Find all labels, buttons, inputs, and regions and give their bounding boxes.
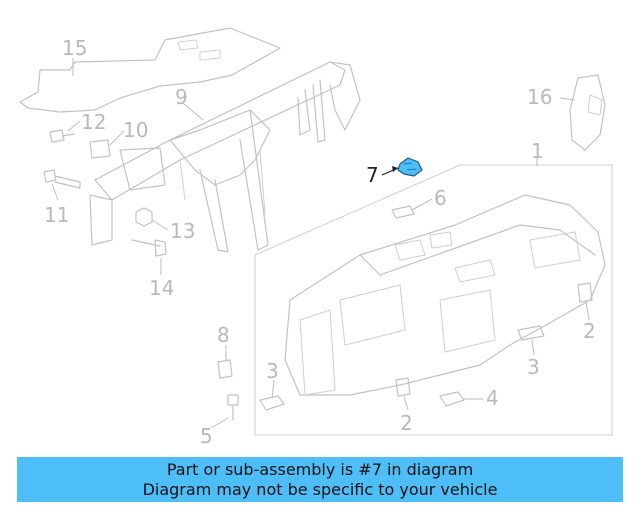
callout-16: 16	[527, 85, 552, 109]
part-1-instrument-panel	[254, 164, 613, 436]
callout-1: 1	[531, 139, 544, 163]
callout-13: 13	[170, 219, 195, 243]
leader-lines	[51, 58, 590, 429]
part-7-highlighted[interactable]	[397, 157, 423, 177]
part-16-side-trim	[569, 74, 606, 151]
part-6-clip	[391, 205, 415, 219]
callout-3-left: 3	[266, 359, 279, 383]
callout-2-right: 2	[583, 319, 596, 343]
callout-11: 11	[44, 203, 69, 227]
callout-7[interactable]: 7	[366, 163, 379, 187]
part-10-clip	[89, 139, 111, 159]
callout-3-right: 3	[527, 355, 540, 379]
callout-15: 15	[62, 36, 87, 60]
banner-line-1: Part or sub-assembly is #7 in diagram	[166, 459, 474, 479]
callout-9: 9	[175, 85, 188, 109]
part-5-bolt	[227, 394, 239, 421]
part-15-cover-plate	[19, 27, 281, 113]
part-11-bolt	[43, 169, 81, 189]
part-12-clip	[49, 129, 75, 143]
part-3-bracket-right	[517, 325, 545, 341]
callout-6: 6	[434, 186, 447, 210]
callout-8: 8	[217, 323, 230, 347]
part-8-clip	[217, 359, 233, 379]
callout-10: 10	[123, 118, 148, 142]
part-14-bolt	[131, 239, 167, 257]
callout-12: 12	[81, 110, 106, 134]
info-banner: Part or sub-assembly is #7 in diagram Di…	[17, 457, 623, 502]
callout-4: 4	[486, 386, 499, 410]
callout-14: 14	[149, 276, 174, 300]
part-13-nut	[135, 207, 153, 227]
banner-line-2: Diagram may not be specific to your vehi…	[142, 479, 498, 499]
part-3-bracket-left	[259, 395, 285, 411]
part-4-bracket	[439, 391, 465, 407]
callout-2-center: 2	[400, 411, 413, 435]
callout-5: 5	[200, 424, 213, 448]
part-9-cross-car-beam	[89, 61, 361, 253]
part-2-clip-center	[395, 377, 411, 397]
part-2-clip-right	[577, 282, 593, 303]
